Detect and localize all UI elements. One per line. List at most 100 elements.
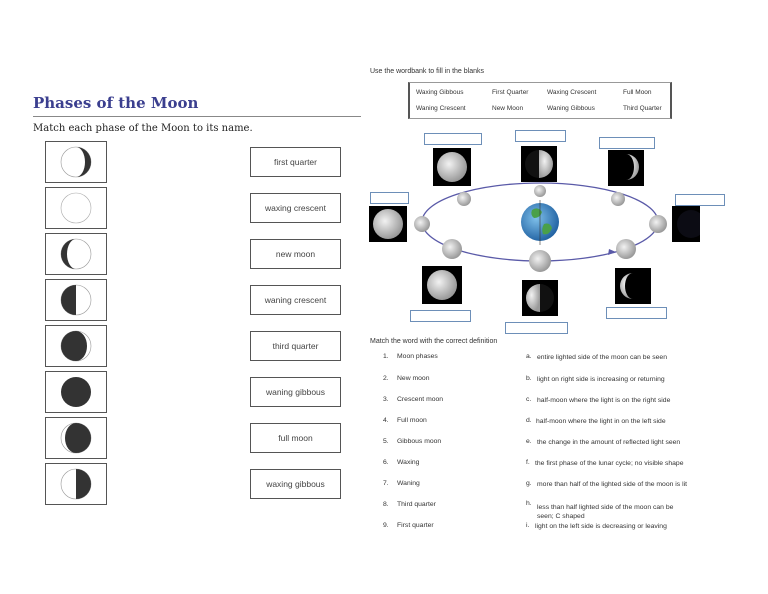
phase-box-1[interactable] [45,141,107,183]
definition-instructions: Match the word with the correct definiti… [370,338,498,345]
phase-box-8[interactable] [45,463,107,505]
definition-letter: a. [526,353,532,360]
photo-full-moon-left [373,209,403,239]
title-divider [33,116,361,117]
definition-letter: i. [526,522,530,529]
definition-letter: f. [526,459,530,466]
answer-blank-1[interactable] [424,133,482,145]
orbit-moon [534,185,546,197]
definition-letter: h. [526,500,532,507]
orbit-moon [649,215,667,233]
wordbank-word: New Moon [492,105,524,112]
phase-box-7[interactable] [45,417,107,459]
term-word: Third quarter [397,501,436,508]
photo-crescent [626,154,639,180]
name-box-3[interactable]: new moon [250,239,341,269]
full-moon-outline-icon [60,192,92,224]
phase-box-6[interactable] [45,371,107,413]
term-number: 2. [383,375,389,382]
definition-text: half-moon where the light in on the left… [536,418,666,425]
term-number: 5. [383,438,389,445]
wordbank-word: Waning Gibbous [547,105,595,112]
phase-box-4[interactable] [45,279,107,321]
crescent-left-icon [60,238,92,270]
wordbank-word: First Quarter [492,89,529,96]
wordbank-word: Full Moon [623,89,652,96]
photo-full-moon [437,152,467,182]
definition-letter: g. [526,480,532,487]
term-word: First quarter [397,522,434,529]
orbit-moon [616,239,636,259]
waning-crescent-icon [60,146,92,178]
definition-text: light on the left side is decreasing or … [535,523,667,530]
name-box-7[interactable]: full moon [250,423,341,453]
half-moon-right-dark-icon [60,468,92,500]
term-word: Full moon [397,417,427,424]
photo-first-quarter [539,150,553,178]
photo-gibbous [427,270,457,300]
orbit-moon [611,192,625,206]
term-number: 7. [383,480,389,487]
term-number: 6. [383,459,389,466]
definition-text: less than half lighted side of the moon … [537,504,674,520]
phase-box-3[interactable] [45,233,107,275]
orbit-moon [442,239,462,259]
answer-blank-5[interactable] [675,194,725,206]
definition-letter: d. [526,417,532,424]
photo-third-quarter [526,284,540,312]
name-box-4[interactable]: waning crescent [250,285,341,315]
term-word: Moon phases [397,353,438,360]
definition-letter: b. [526,375,532,382]
term-number: 4. [383,417,389,424]
definition-text: entire lighted side of the moon can be s… [537,354,667,361]
term-number: 3. [383,396,389,403]
answer-blank-4[interactable] [370,192,409,204]
gibbous-dark-icon [60,330,92,362]
wordbank-instructions: Use the wordbank to fill in the blanks [370,68,485,75]
left-instructions: Match each phase of the Moon to its name… [33,123,253,134]
term-word: Crescent moon [397,396,444,403]
wordbank-word: Waxing Crescent [547,89,597,96]
name-box-2[interactable]: waxing crescent [250,193,341,223]
wordbank: Waxing Gibbous First Quarter Waxing Cres… [408,82,672,119]
moon-orbit-diagram [369,146,700,316]
orbit-moon [414,216,430,232]
answer-blank-3[interactable] [599,137,655,149]
term-number: 9. [383,522,389,529]
new-moon-icon [61,377,91,407]
name-box-6[interactable]: waning gibbous [250,377,341,407]
definition-letter: c. [526,396,532,403]
answer-blank-8[interactable] [606,307,667,319]
definition-text: half-moon where the light is on the righ… [537,397,671,404]
wordbank-word: Waxing Gibbous [416,89,464,96]
definition-text: the first phase of the lunar cycle; no v… [535,460,684,467]
answer-blank-2[interactable] [515,130,566,142]
wordbank-word: Third Quarter [623,105,662,112]
earth-icon [521,200,559,245]
term-number: 8. [383,501,389,508]
photo-crescent-right [620,273,633,299]
answer-blank-7[interactable] [505,322,568,334]
page-title: Phases of the Moon [33,94,199,112]
term-number: 1. [383,353,389,360]
orbit-moon [529,250,551,272]
orbit-moon [457,192,471,206]
phase-box-2[interactable] [45,187,107,229]
term-word: Gibbous moon [397,438,442,445]
orbit-arrow-icon [608,249,616,255]
definition-letter: e. [526,438,532,445]
wordbank-word: Waning Crescent [416,105,466,112]
phase-box-5[interactable] [45,325,107,367]
name-box-5[interactable]: third quarter [250,331,341,361]
name-box-1[interactable]: first quarter [250,147,341,177]
gibbous-dark-right-icon [60,422,92,454]
half-moon-left-dark-icon [60,284,92,316]
definition-text: the change in the amount of reflected li… [537,439,681,446]
term-word: New moon [397,375,430,382]
answer-blank-6[interactable] [410,310,471,322]
name-box-8[interactable]: waxing gibbous [250,469,341,499]
term-word: Waxing [397,459,420,466]
definition-text: more than half of the lighted side of th… [537,481,687,488]
term-word: Waning [397,480,420,487]
definition-text: light on right side is increasing or ret… [537,376,665,383]
